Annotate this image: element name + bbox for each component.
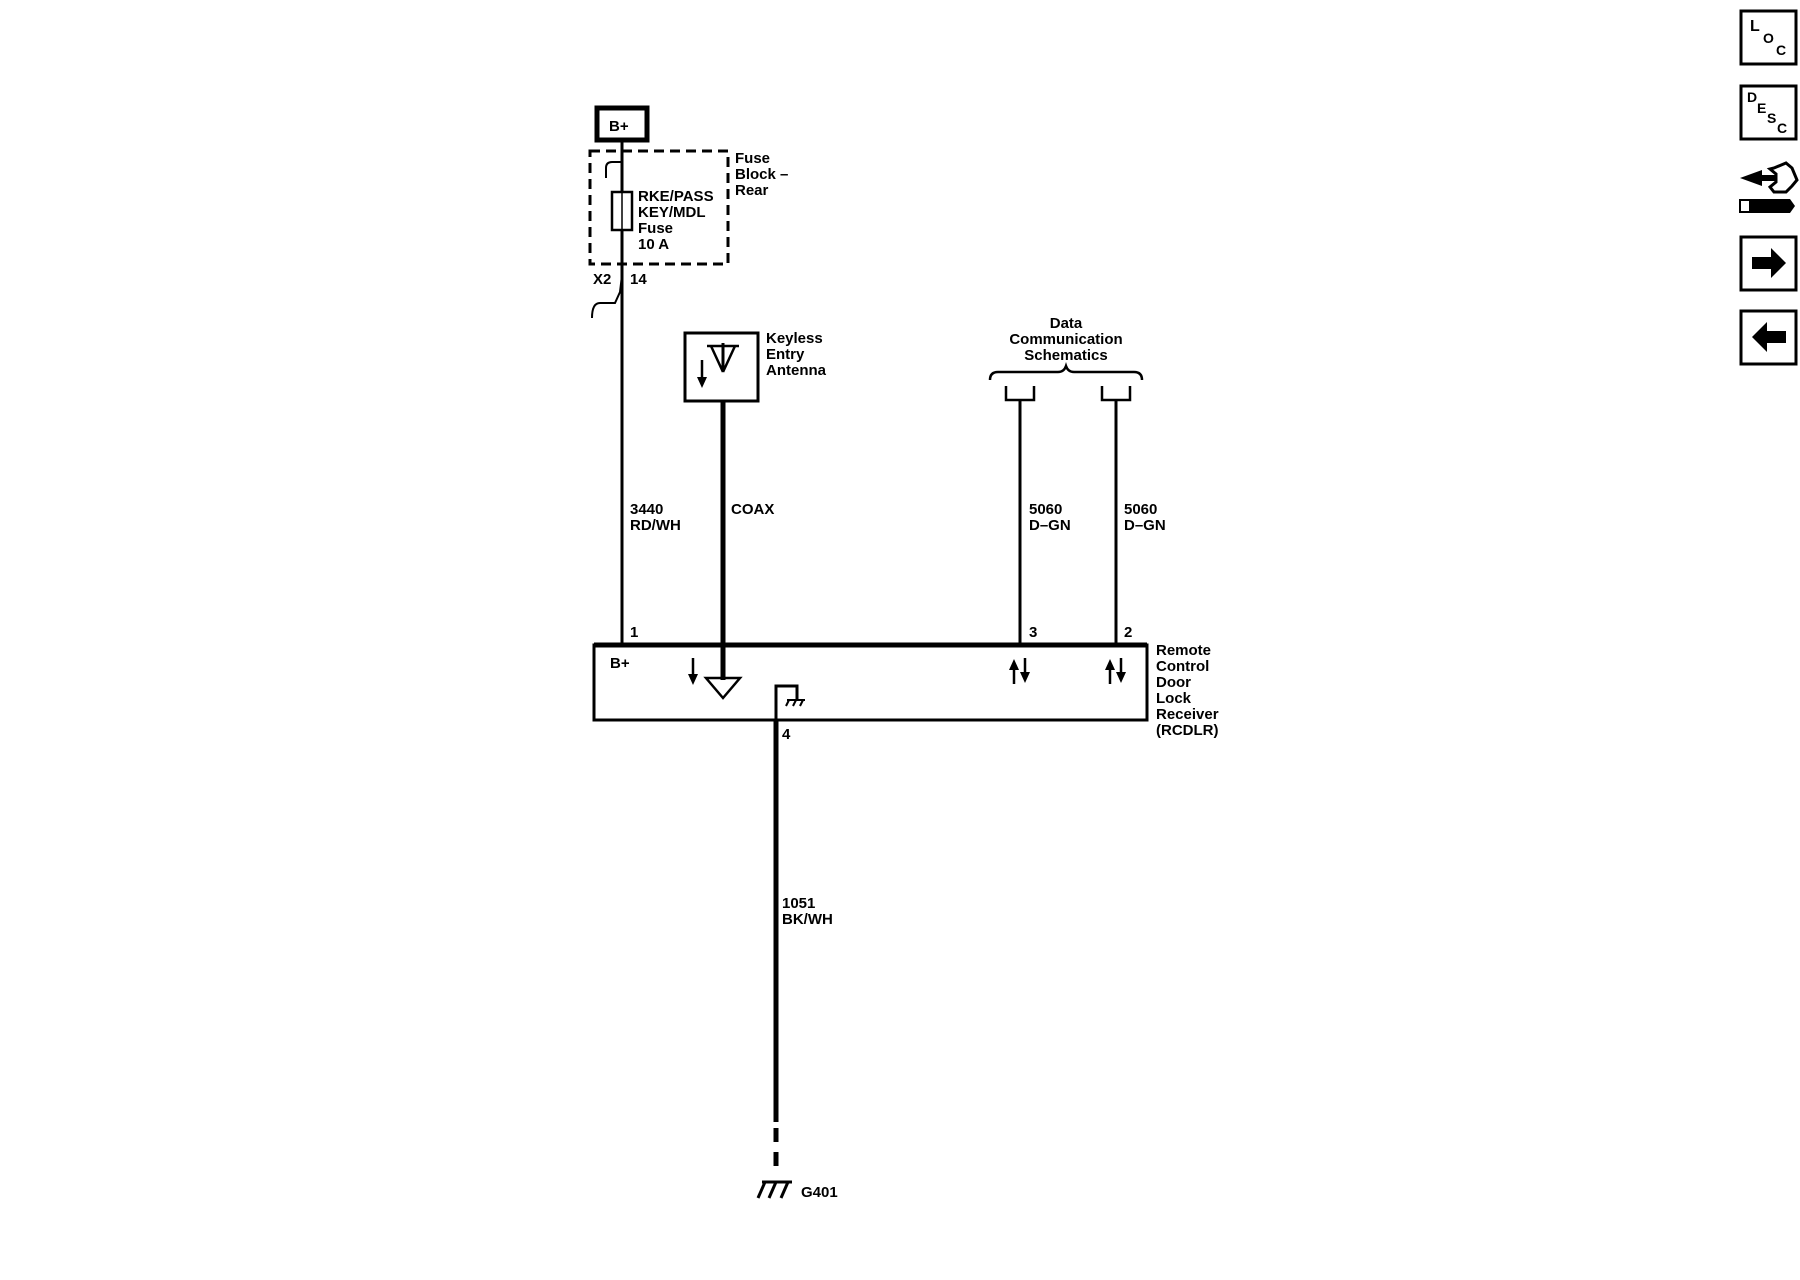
module-bplus-label: B+ [610,655,630,672]
module-name-4: Lock [1156,690,1192,707]
data-comm-label-2: Communication [1009,331,1122,348]
antenna-label-2: Entry [766,346,805,363]
desc-letter-e: E [1757,100,1766,116]
fuse-block-title-3: Rear [735,182,769,199]
wire-5060-pin2-circuit: 5060 [1124,501,1157,518]
connector-x2-label: X2 [593,271,611,288]
wire-3440: 3440 RD/WH [620,264,681,645]
arrow-left-icon [1752,322,1786,352]
connector-icon [1739,161,1799,213]
ground-point-g401: G401 [756,1180,838,1201]
module-name-1: Remote [1156,642,1211,659]
desc-letter-d: D [1747,89,1757,105]
wire-1051-circuit: 1051 [782,895,815,912]
keyless-entry-antenna: Keyless Entry Antenna [683,330,827,403]
wire-5060-pin2: 5060 D–GN [1114,400,1166,645]
wire-5060-pin2-color: D–GN [1124,517,1166,534]
wire-3440-color: RD/WH [630,517,681,534]
fuse-rating: 10 A [638,236,669,253]
arrow-down-icon [697,360,707,388]
module-name-6: (RCDLR) [1156,722,1218,739]
desc-button[interactable]: D E S C [1739,84,1798,141]
wire-1051: 1051 BK/WH [773,720,833,1175]
data-communication-reference: Data Communication Schematics [988,315,1144,402]
antenna-label-1: Keyless [766,330,823,347]
ground-icon [756,1180,792,1199]
connector-x2-pin: 14 [630,271,647,288]
fuse-block-title-2: Block – [735,166,788,183]
fuse-block-title-1: Fuse [735,150,770,167]
desc-letter-c: C [1777,120,1787,136]
module-pin-2: 2 [1124,624,1132,641]
connector-x2: X2 14 [591,271,647,319]
ground-point-label: G401 [801,1184,838,1201]
module-name-2: Control [1156,658,1209,675]
next-button[interactable] [1739,235,1798,292]
fuse-block-rear: Fuse Block – Rear RKE/PASS KEY/MDL Fuse … [588,140,788,266]
loc-letter-l: L [1750,18,1760,35]
module-pin-1: 1 [630,624,638,641]
previous-button[interactable] [1739,309,1798,366]
battery-power-label: B+ [609,118,629,135]
data-comm-label-3: Schematics [1024,347,1107,364]
module-pin-3: 3 [1029,624,1037,641]
module-ground-icon [774,684,805,720]
wire-5060-pin3-color: D–GN [1029,517,1071,534]
module-name-3: Door [1156,674,1191,691]
wire-1051-color: BK/WH [782,911,833,928]
fuse-name-1: RKE/PASS [638,188,714,205]
antenna-label-3: Antenna [766,362,827,379]
battery-power-source: B+ [594,105,650,143]
wire-5060-pin3: 5060 D–GN [1018,400,1071,645]
fuse-name-3: Fuse [638,220,673,237]
wire-3440-circuit: 3440 [630,501,663,518]
data-comm-label-1: Data [1050,315,1083,332]
module-name-5: Receiver [1156,706,1219,723]
coax-label: COAX [731,501,774,518]
wire-coax: COAX [720,401,774,680]
loc-button[interactable]: L O C [1739,9,1798,66]
connector-button[interactable] [1739,161,1799,213]
wire-5060-pin3-circuit: 5060 [1029,501,1062,518]
loc-letter-c: C [1776,42,1786,58]
bidirectional-arrow-icon [1105,658,1126,684]
arrow-right-icon [1752,248,1786,278]
rcdlr-module: 1 3 2 B+ [592,624,1219,743]
module-pin-4: 4 [782,726,791,743]
antenna-input-icon [688,658,743,700]
bidirectional-arrow-icon [1009,658,1030,684]
desc-letter-s: S [1767,110,1776,126]
fuse-name-2: KEY/MDL [638,204,706,221]
loc-letter-o: O [1763,30,1774,46]
antenna-icon [707,343,739,373]
